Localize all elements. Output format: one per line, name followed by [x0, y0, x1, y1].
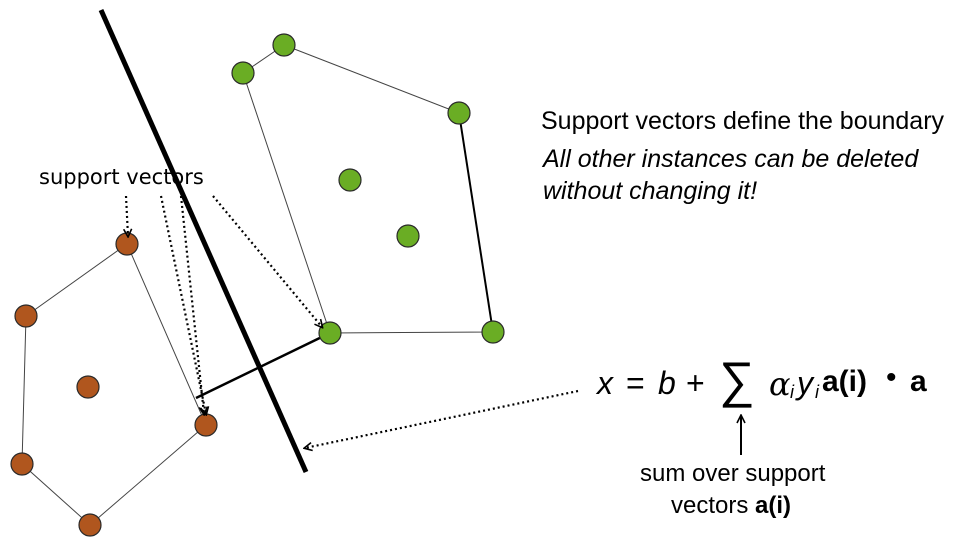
green-convex-hull — [242, 44, 494, 334]
support-vector-arrows — [126, 195, 322, 414]
equation-a-i: a(i) — [822, 365, 867, 398]
brown-point — [14, 304, 38, 328]
arrow-to-green-support — [212, 195, 322, 327]
green-points — [231, 33, 505, 345]
green-point — [272, 33, 296, 57]
equation-dot: • — [886, 361, 897, 394]
decision-boundary — [98, 8, 309, 474]
margin-segment — [195, 331, 331, 400]
sum-caption-line2: vectors a(i) — [671, 492, 791, 520]
brown-point — [76, 375, 100, 399]
green-support-vector — [318, 321, 342, 345]
brown-convex-hull — [21, 243, 207, 526]
brown-support-vector — [194, 413, 218, 437]
equation-a: a — [910, 365, 927, 398]
equation-equals: = — [626, 365, 645, 401]
equation-y-subscript: i — [815, 382, 819, 402]
equation-alpha: α — [769, 365, 791, 403]
arrow-to-brown-bottom-b — [179, 195, 204, 414]
brown-point — [10, 452, 34, 476]
italic-note-line1: All other instances can be deleted — [543, 145, 919, 173]
italic-note-line2: without changing it! — [543, 177, 758, 205]
equation-b: b — [658, 365, 676, 401]
equation-sigma: ∑ — [719, 352, 755, 408]
brown-point — [78, 513, 102, 537]
arrow-to-brown-top — [126, 195, 128, 236]
sum-caption-line1: sum over support — [640, 460, 826, 487]
green-hull-edge-bold — [458, 112, 494, 333]
brown-support-vector — [115, 232, 139, 256]
arrow-to-brown-bottom-a — [159, 195, 206, 414]
green-point — [481, 320, 505, 344]
sum-caption-prefix: vectors — [671, 492, 756, 519]
equation-alpha-subscript: i — [790, 382, 794, 402]
green-point — [231, 61, 255, 85]
support-vectors-label: support vectors — [39, 165, 204, 189]
equation-plus: + — [686, 365, 705, 401]
equation-y: y — [797, 365, 813, 401]
green-point — [396, 224, 420, 248]
heading-text: Support vectors define the boundary — [541, 107, 945, 135]
equation-x: x — [597, 365, 613, 401]
green-point — [447, 101, 471, 125]
arrow-equation-to-boundary — [305, 389, 579, 448]
brown-points — [10, 232, 218, 537]
green-point — [338, 168, 362, 192]
sum-caption-bold: a(i) — [755, 492, 792, 519]
